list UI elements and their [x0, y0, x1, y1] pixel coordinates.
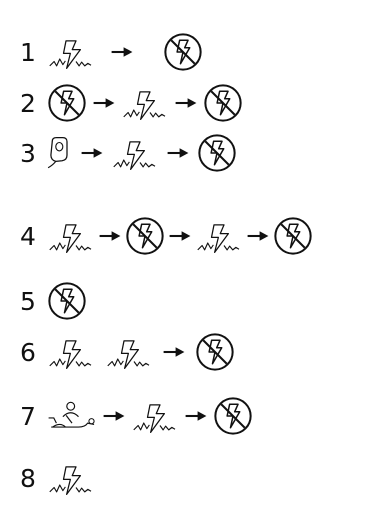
sequence-row-3: 3 — [20, 134, 236, 172]
shock-icon — [197, 224, 240, 254]
shock-icon — [49, 224, 92, 254]
arrow-right-icon — [102, 410, 126, 422]
arrow-right-icon — [92, 97, 116, 109]
shock-icon — [123, 91, 166, 121]
row-number: 7 — [20, 402, 36, 431]
sequence-row-2: 2 — [20, 84, 242, 122]
arrow-right-icon — [162, 346, 186, 358]
no-shock-icon — [48, 84, 86, 122]
arrow-right-icon — [98, 230, 122, 242]
sequence-row-1: 1 — [20, 33, 202, 71]
no-shock-icon — [204, 84, 242, 122]
shock-icon — [133, 404, 176, 434]
sequence-row-4: 4 — [20, 217, 312, 255]
no-shock-icon — [214, 397, 252, 435]
no-shock-icon — [274, 217, 312, 255]
sequence-row-6: 6 — [20, 333, 234, 371]
sequence-row-8: 8 — [20, 464, 92, 496]
shock-icon — [107, 340, 150, 370]
shock-icon — [113, 141, 156, 171]
shock-icon — [49, 466, 92, 496]
arrow-right-icon — [246, 230, 270, 242]
arrow-right-icon — [166, 147, 190, 159]
sequence-row-7: 7 — [20, 397, 252, 435]
sequence-row-5: 5 — [20, 282, 86, 320]
row-number: 2 — [20, 89, 36, 118]
arrow-right-icon — [184, 410, 208, 422]
cpr-person-icon — [47, 401, 95, 428]
row-number: 8 — [20, 464, 36, 493]
row-number: 5 — [20, 287, 36, 316]
no-shock-icon — [126, 217, 164, 255]
arrow-right-icon — [110, 46, 134, 58]
no-shock-icon — [48, 282, 86, 320]
row-number: 1 — [20, 38, 36, 67]
shock-icon — [49, 340, 92, 370]
row-number: 4 — [20, 222, 36, 251]
no-shock-icon — [198, 134, 236, 172]
arrow-right-icon — [80, 147, 104, 159]
row-number: 3 — [20, 139, 36, 168]
no-shock-icon — [196, 333, 234, 371]
shock-icon — [49, 40, 92, 70]
arrow-right-icon — [174, 97, 198, 109]
defibrillator-pad-icon — [47, 136, 68, 169]
arrow-right-icon — [168, 230, 192, 242]
row-number: 6 — [20, 338, 36, 367]
no-shock-icon — [164, 33, 202, 71]
